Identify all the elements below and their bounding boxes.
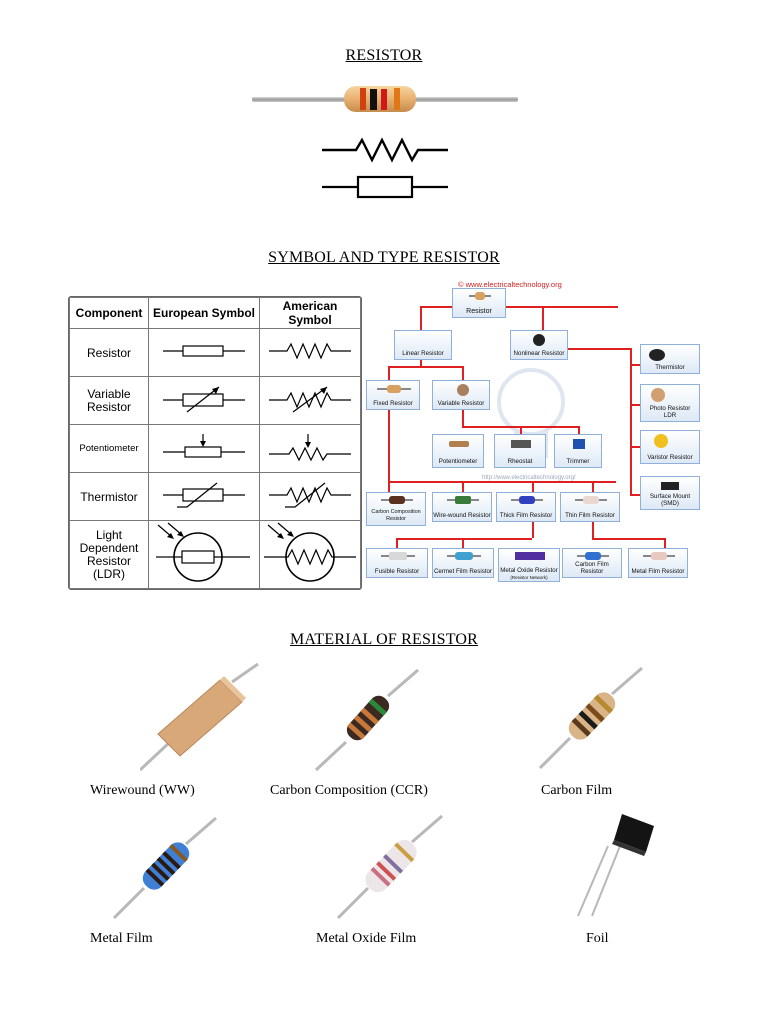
potentiometer-euro-icon xyxy=(163,434,245,458)
row-variable-american xyxy=(259,376,361,425)
resistor-icon xyxy=(469,292,491,300)
american-resistor-symbol xyxy=(322,137,448,163)
row-resistor-american xyxy=(259,328,361,377)
potentiometer-us-icon xyxy=(269,434,351,462)
node-metalfilm: Metal Film Resistor xyxy=(628,548,688,578)
thermistor-us-icon xyxy=(269,482,351,508)
node-thermistor: Thermistor xyxy=(640,344,700,374)
symbol-type-heading: SYMBOL AND TYPE RESISTOR xyxy=(268,249,500,266)
row-ldr-american xyxy=(259,520,361,589)
diagram-credit: © www.electricaltechnology.org xyxy=(458,280,562,289)
thermistor-euro-icon xyxy=(163,482,245,508)
row-resistor-european xyxy=(148,328,260,377)
carbon-film-resistor-image xyxy=(538,666,643,770)
potentiometer-icon xyxy=(449,441,469,447)
thickfilm-icon xyxy=(511,496,543,504)
node-fusible: Fusible Resistor xyxy=(366,548,428,578)
nonlinear-icon xyxy=(533,334,545,346)
varistor-icon xyxy=(654,434,668,448)
fusible-icon xyxy=(381,552,415,560)
row-pot-label: Potentiometer xyxy=(69,424,149,473)
node-trimmer: Trimmer xyxy=(554,434,602,468)
node-wirewound: Wire-wound Resistor xyxy=(432,492,492,522)
row-resistor-label: Resistor xyxy=(69,328,149,377)
node-variable: Variable Resistor xyxy=(432,380,490,410)
row-pot-american xyxy=(259,424,361,473)
carbonfilm-icon xyxy=(577,552,609,560)
header-european: European Symbol xyxy=(148,297,260,329)
resistor-types-diagram: © www.electricaltechnology.org http://ww… xyxy=(366,280,706,590)
carbon-comp-icon xyxy=(381,496,413,504)
symbol-table: Component European Symbol American Symbo… xyxy=(68,296,362,590)
caption-carbon-composition: Carbon Composition (CCR) xyxy=(270,783,428,798)
caption-wirewound: Wirewound (WW) xyxy=(90,783,195,798)
row-thermistor-european xyxy=(148,472,260,521)
metaloxide-icon xyxy=(515,552,545,560)
european-resistor-symbol xyxy=(322,175,448,199)
foil-resistor-image xyxy=(577,814,654,917)
row-variable-european xyxy=(148,376,260,425)
metalfilm-icon xyxy=(643,552,675,560)
header-american: American Symbol xyxy=(259,297,361,329)
resistor-us-icon xyxy=(269,342,351,360)
variable-resistor-us-icon xyxy=(269,386,351,413)
header-component: Component xyxy=(69,297,149,329)
trimmer-icon xyxy=(573,439,585,449)
caption-carbon-film: Carbon Film xyxy=(541,783,613,798)
node-smd: Surface Mount (SMD) xyxy=(640,476,700,510)
node-cermet: Cermet Film Resistor xyxy=(432,548,494,578)
resistor-euro-icon xyxy=(163,345,245,357)
fixed-resistor-icon xyxy=(377,385,411,393)
metal-oxide-film-resistor-image xyxy=(336,814,443,920)
rheostat-icon xyxy=(511,440,531,448)
material-heading: MATERIAL OF RESISTOR xyxy=(289,631,479,648)
photoresistor-icon xyxy=(651,388,665,402)
node-varistor: Varistor Resistor xyxy=(640,430,700,464)
node-carbon-comp: Carbon Composition Resistor xyxy=(366,492,426,526)
node-metaloxide: Metal Oxide Resistor (Resistor Network) xyxy=(498,548,560,582)
thinfilm-icon xyxy=(575,496,607,504)
caption-metal-oxide-film: Metal Oxide Film xyxy=(316,931,417,946)
row-thermistor-label: Thermistor xyxy=(69,472,149,521)
wirewound-resistor-image xyxy=(140,662,259,772)
row-ldr-european xyxy=(148,520,260,589)
caption-metal-film: Metal Film xyxy=(90,931,153,946)
variable-icon xyxy=(457,384,469,396)
ldr-us-icon xyxy=(264,522,356,582)
resistor-photo xyxy=(252,86,518,112)
row-ldr-label: Light Dependent Resistor (LDR) xyxy=(69,520,149,589)
row-variable-label: Variable Resistor xyxy=(69,376,149,425)
metal-film-resistor-image xyxy=(112,816,217,920)
ldr-euro-icon xyxy=(156,522,250,582)
row-pot-european xyxy=(148,424,260,473)
cermet-icon xyxy=(447,552,481,560)
node-nonlinear: Nonlinear Resistor xyxy=(510,330,568,360)
smd-icon xyxy=(661,482,679,490)
node-fixed: Fixed Resistor xyxy=(366,380,420,410)
node-resistor: Resistor xyxy=(452,288,506,318)
node-photo: Photo Resistor LDR xyxy=(640,384,700,422)
node-rheostat: Rheostat xyxy=(494,434,546,468)
diagram-watermark-url: http://www.electricaltechnology.org/ xyxy=(482,475,576,481)
wirewound-icon xyxy=(447,496,479,504)
node-thinfilm: Thin Film Resistor xyxy=(560,492,620,522)
variable-resistor-euro-icon xyxy=(163,386,245,413)
node-carbonfilm: Carbon Film Resistor xyxy=(562,548,622,578)
node-potentiometer: Potentiometer xyxy=(432,434,484,468)
caption-foil: Foil xyxy=(586,931,609,946)
thermistor-icon xyxy=(649,349,665,361)
row-thermistor-american xyxy=(259,472,361,521)
node-linear: Linear Resistor xyxy=(394,330,452,360)
node-thickfilm: Thick Film Resistor xyxy=(496,492,556,522)
resistor-heading: RESISTOR xyxy=(345,47,423,64)
carbon-composition-resistor-image xyxy=(314,668,419,772)
